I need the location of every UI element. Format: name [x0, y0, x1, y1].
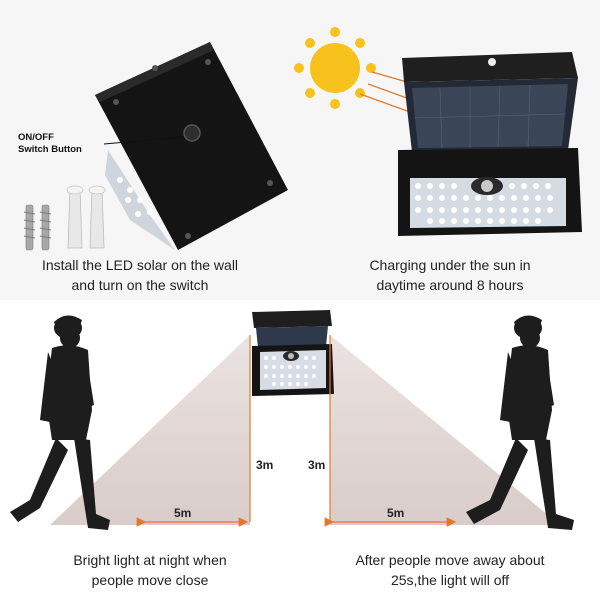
motion-caption-left-line2: people move close [91, 572, 209, 588]
height-label-left: 3m [256, 458, 274, 472]
solar-light-small [252, 310, 334, 396]
switch-callout-line1: ON/OFF [18, 132, 54, 143]
install-caption-line1: Install the LED solar on the wall [41, 257, 239, 273]
motion-caption-left-line1: Bright light at night when [73, 552, 227, 568]
switch-callout: ON/OFF Switch Button [18, 132, 82, 156]
height-dimension-lines [249, 335, 331, 522]
range-label-left: 5m [174, 506, 192, 520]
switch-button-icon [183, 124, 201, 142]
charging-caption-line1: Charging under the sun in [369, 257, 531, 273]
install-caption-line2: and turn on the switch [71, 277, 209, 293]
range-label-right: 5m [387, 506, 405, 520]
person-walking-right-icon [466, 315, 574, 530]
motion-caption-right-line2: 25s,the light will off [390, 572, 510, 588]
screws-and-anchors-icon [23, 185, 106, 251]
solar-light-front [398, 52, 582, 236]
charging-caption-line2: daytime around 8 hours [376, 277, 524, 293]
callout-leader-line [103, 136, 185, 145]
charging-caption: Charging under the sun in daytime around… [330, 255, 570, 295]
install-caption: Install the LED solar on the wall and tu… [20, 255, 260, 295]
person-walking-left-icon [10, 315, 110, 530]
switch-callout-line2: Switch Button [18, 144, 82, 155]
motion-caption-right: After people move away about 25s,the lig… [320, 550, 580, 590]
height-label-right: 3m [308, 458, 326, 472]
installed-light-back [95, 42, 288, 250]
detection-cone-left [50, 335, 250, 525]
motion-caption-left: Bright light at night when people move c… [30, 550, 270, 590]
sun-icon [294, 27, 376, 109]
motion-caption-right-line1: After people move away about [355, 552, 545, 568]
